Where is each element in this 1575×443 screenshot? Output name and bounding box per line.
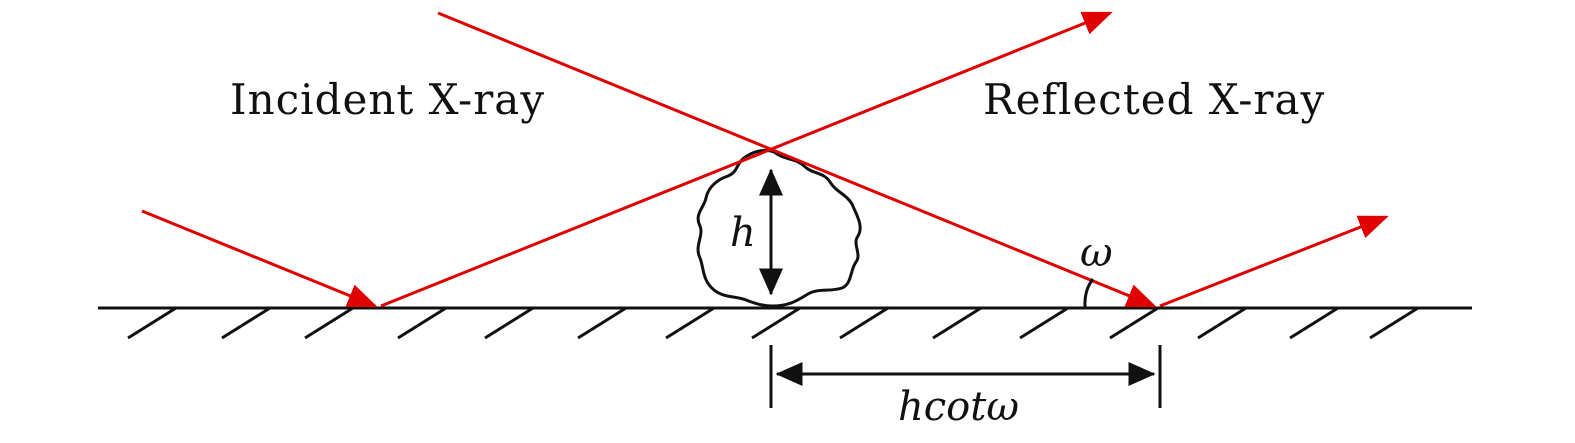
particle-blob — [696, 148, 862, 308]
angle-arc — [1083, 278, 1095, 309]
incident-ray-left — [141, 209, 378, 308]
hatch-mark — [1369, 306, 1419, 340]
surface-hatching — [127, 306, 1419, 340]
ray-group — [141, 11, 1389, 308]
hatch-mark — [932, 306, 982, 340]
hatch-mark — [577, 306, 627, 340]
hatch-mark — [665, 306, 715, 340]
reflected-ray-left — [380, 11, 1113, 308]
hatch-mark — [1289, 306, 1339, 340]
hatch-mark — [221, 306, 271, 340]
hatch-mark — [127, 306, 177, 340]
hatch-mark — [751, 306, 801, 340]
offset-label: hcotω — [898, 384, 1019, 430]
height-label: h — [730, 210, 756, 256]
hatch-mark — [304, 306, 354, 340]
hatch-mark — [839, 306, 889, 340]
reflected-ray-right — [1159, 215, 1389, 308]
hatch-mark — [1019, 306, 1069, 340]
angle-label: ω — [1080, 230, 1113, 276]
dimension-group — [769, 345, 1162, 408]
hatch-mark — [397, 306, 447, 340]
incident-ray-right — [437, 11, 1157, 308]
hatch-mark — [484, 306, 534, 340]
hatch-mark — [1109, 306, 1159, 340]
hatch-mark — [1197, 306, 1247, 340]
incident-xray-label: Incident X-ray — [230, 75, 545, 124]
reflected-xray-label: Reflected X-ray — [983, 75, 1325, 124]
